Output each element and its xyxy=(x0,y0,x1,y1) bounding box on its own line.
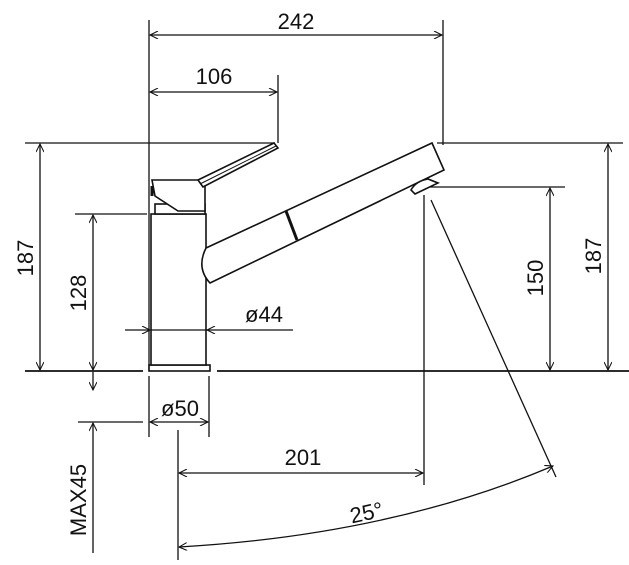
label-128: 128 xyxy=(66,275,91,312)
label-201: 201 xyxy=(285,445,322,470)
dimension-max-deck: MAX45 xyxy=(66,372,93,553)
label-106: 106 xyxy=(196,64,233,89)
label-max45: MAX45 xyxy=(66,464,91,536)
label-187-right: 187 xyxy=(581,238,606,275)
dimension-body-height: 128 xyxy=(66,215,93,370)
dimension-total-reach: 242 xyxy=(150,9,442,35)
dimension-height-left: 187 xyxy=(13,144,40,370)
label-187-left: 187 xyxy=(13,240,38,277)
dimension-swivel-angle: 25° xyxy=(179,466,553,547)
faucet-body xyxy=(148,141,446,372)
label-diameter-44: ø44 xyxy=(245,302,283,327)
dimension-outlet-reach: 201 xyxy=(179,445,423,473)
dimension-base-diameter: ø50 xyxy=(150,396,208,422)
label-diameter-50: ø50 xyxy=(161,396,199,421)
label-25-degrees: 25° xyxy=(348,497,386,528)
dimension-height-right: 187 xyxy=(581,144,608,370)
label-150: 150 xyxy=(523,260,548,297)
dimension-body-diameter: ø44 xyxy=(125,302,293,330)
dimension-spout-clearance: 150 xyxy=(523,188,550,370)
dimension-handle-reach: 106 xyxy=(150,64,277,92)
label-242: 242 xyxy=(278,9,315,34)
